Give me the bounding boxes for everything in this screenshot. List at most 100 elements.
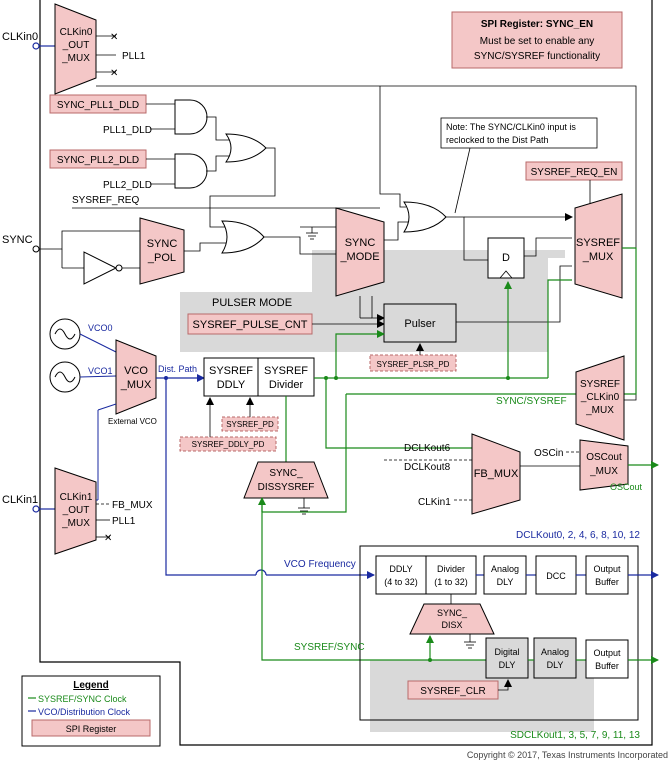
svg-text:(1 to 32): (1 to 32) [434, 577, 468, 587]
pll1-label-bottom: PLL1 [112, 516, 136, 527]
reclock-note-line1: Note: The SYNC/CLKin0 input is [446, 122, 576, 132]
sync-dissysref-block: SYNC_ DISSYSREF [243, 461, 329, 499]
svg-text:_MUX: _MUX [589, 466, 618, 477]
fb-mux: FB_MUX [471, 433, 521, 515]
and-gate-pll2 [174, 153, 208, 189]
svg-text:SYSREF: SYSREF [209, 365, 253, 377]
clkin1-label: CLKin1 [2, 494, 38, 506]
svg-text:DLY: DLY [547, 660, 564, 670]
sysref-sync-label: SYSREF/SYNC [294, 642, 365, 653]
svg-text:CLKin0: CLKin0 [60, 27, 93, 38]
svg-text:Analog: Analog [491, 564, 519, 574]
vco0-label: VCO0 [88, 323, 113, 333]
clkin1-fb-label: CLKin1 [418, 497, 451, 508]
svg-text:Output: Output [593, 564, 621, 574]
analog-dly-bottom: Analog DLY [533, 637, 577, 679]
clkin1-input: CLKin1 [2, 494, 55, 513]
sync-disx-block: SYNC_ DISX [409, 603, 495, 635]
svg-text:DLY: DLY [499, 660, 516, 670]
svg-text:_POL: _POL [147, 252, 176, 264]
sdclkout-list: SDCLKout1, 3, 5, 7, 9, 11, 13 [510, 730, 640, 741]
svg-text:DDLY: DDLY [217, 379, 246, 391]
clkin0-mux-nc-icon-2: ✕ [110, 68, 118, 79]
svg-text:_OUT: _OUT [62, 40, 90, 51]
clock-output-group [359, 545, 639, 721]
dist-path-label: Dist. Path [158, 364, 197, 374]
clkin0-input: CLKin0 [2, 31, 55, 50]
svg-text:DCC: DCC [546, 571, 566, 581]
svg-text:VCO: VCO [124, 365, 148, 377]
sync-mode-mux: SYNC _MODE [335, 207, 385, 297]
svg-text:SYSREF_DDLY_PD: SYSREF_DDLY_PD [192, 440, 265, 449]
svg-text:Analog: Analog [541, 647, 569, 657]
chip-outline [39, 0, 653, 746]
svg-text:Buffer: Buffer [595, 577, 619, 587]
svg-text:_MODE: _MODE [339, 251, 379, 263]
svg-text:_MUX: _MUX [585, 405, 614, 416]
output-buffer-bottom: Output Buffer [585, 639, 629, 679]
fb-mux-out-label: FB_MUX [112, 500, 153, 511]
sync-input: SYNC [2, 234, 40, 253]
dclkout8-label: DCLKout8 [404, 462, 451, 473]
svg-text:DISSYSREF: DISSYSREF [258, 482, 315, 493]
spi-sync-en-note: SPI Register: SYNC_EN Must be set to ena… [451, 11, 623, 69]
digital-dly-block: Digital DLY [485, 637, 529, 679]
svg-text:_MUX: _MUX [61, 518, 90, 529]
divider-block: Divider (1 to 32) [425, 555, 477, 595]
svg-text:Buffer: Buffer [595, 661, 619, 671]
svg-text:DLY: DLY [497, 577, 514, 587]
vco0-source: VCO0 [49, 318, 113, 350]
svg-text:DISX: DISX [441, 620, 462, 630]
svg-text:OSCout: OSCout [586, 452, 622, 463]
sync-inverter [83, 251, 123, 285]
sysref-divider-block: SYSREF Divider [257, 357, 315, 397]
legend-title: Legend [73, 680, 109, 691]
or-gate-sync [221, 220, 265, 254]
sync-label: SYNC [2, 234, 33, 246]
sync-sysref-label: SYNC/SYSREF [496, 396, 567, 407]
oscout-mux: OSCout _MUX [579, 439, 629, 491]
svg-text:SYNC_: SYNC_ [437, 608, 468, 618]
sysref-ddly-block: SYSREF DDLY [203, 357, 259, 397]
svg-text:(4 to 32): (4 to 32) [384, 577, 418, 587]
dcc-block: DCC [535, 555, 577, 595]
sysref-ddly-pd-register [179, 436, 277, 452]
svg-text:SYNC_PLL1_DLD: SYNC_PLL1_DLD [57, 100, 139, 111]
svg-text:Divider: Divider [269, 379, 304, 391]
svg-text:_MUX: _MUX [120, 379, 152, 391]
pulser-block: Pulser [383, 303, 457, 343]
vco1-label: VCO1 [88, 366, 113, 376]
svg-text:_OUT: _OUT [62, 505, 90, 516]
sysref-mux: SYSREF _MUX [574, 193, 623, 299]
svg-text:_MUX: _MUX [582, 251, 614, 263]
oscin-label: OSCin [534, 448, 563, 459]
sysref-plsr-pd-register [369, 354, 457, 372]
legend: Legend SYSREF/SYNC Clock VCO/Distributio… [21, 675, 161, 747]
or-gate-dld [225, 133, 267, 163]
vco-frequency-label: VCO Frequency [284, 559, 356, 570]
clkin0-label: CLKin0 [2, 31, 38, 43]
svg-text:SYSREF: SYSREF [576, 237, 620, 249]
pll2-dld-label: PLL2_DLD [103, 180, 152, 191]
svg-text:SYSREF_PD: SYSREF_PD [226, 420, 274, 429]
svg-text:FB_MUX: FB_MUX [474, 468, 519, 480]
and-gate-pll1 [174, 99, 208, 135]
ddly-block: DDLY (4 to 32) [375, 555, 427, 595]
oscout-label: OSCout [610, 482, 643, 492]
svg-text:SYSREF_PLSR_PD: SYSREF_PLSR_PD [377, 360, 450, 369]
svg-text:SYNC: SYNC [345, 237, 376, 249]
svg-text:Pulser: Pulser [404, 318, 436, 330]
svg-text:Output: Output [593, 648, 621, 658]
clkin1-mux-nc-icon: ✕ [104, 533, 112, 544]
pulser-mode-label: PULSER MODE [212, 297, 292, 309]
pll1-label-top: PLL1 [122, 51, 146, 62]
dclkout-list: DCLKout0, 2, 4, 6, 8, 10, 12 [516, 530, 640, 541]
svg-text:CLKin1: CLKin1 [60, 492, 93, 503]
reclock-note: Note: The SYNC/CLKin0 input is reclocked… [440, 117, 598, 149]
clkin0-out-mux: CLKin0 _OUT _MUX [54, 3, 97, 95]
legend-green-item: SYSREF/SYNC Clock [38, 694, 127, 704]
sysref-clkin0-mux: SYSREF _CLKin0 _MUX [575, 355, 625, 441]
vco-mux: VCO _MUX [115, 339, 157, 415]
dclkout6-label: DCLKout6 [404, 443, 451, 454]
